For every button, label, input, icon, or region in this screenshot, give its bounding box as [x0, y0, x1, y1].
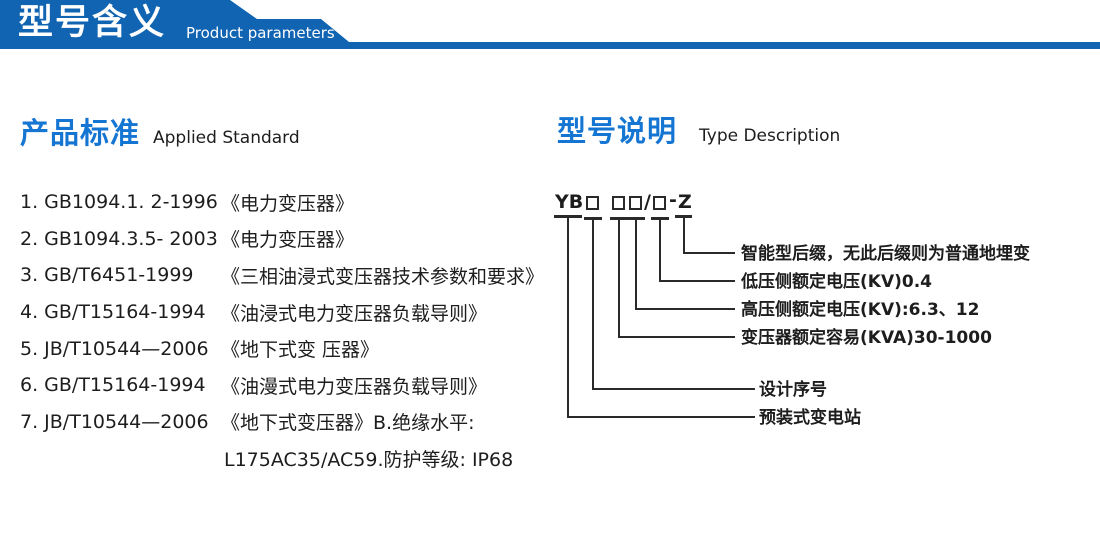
- standard-title: 《电力变压器》: [221, 229, 355, 252]
- standard-row: 1. GB1094.1. 2-1996 《电力变压器》: [20, 184, 544, 221]
- placeholder-box: [586, 196, 599, 210]
- tick-under-suffix: [675, 215, 692, 218]
- type-description-heading: 型号说明 Type Description: [557, 108, 840, 150]
- standard-row: 4. GB/T15164-1994 《油浸式电力变压器负载导则》: [20, 294, 544, 331]
- leader-vline-box3: [635, 217, 637, 310]
- standards-list: 1. GB1094.1. 2-1996 《电力变压器》 2. GB1094.3.…: [20, 184, 544, 477]
- model-code-prefix: YB: [555, 191, 584, 213]
- leader-hline-box1: [592, 388, 755, 390]
- diagram-label-design-serial: 设计序号: [759, 380, 827, 400]
- standard-row: 5. JB/T10544—2006 《地下式变 压器》: [20, 330, 544, 367]
- leader-vline-suffix: [683, 217, 685, 254]
- standard-row: 2. GB1094.3.5- 2003 《电力变压器》: [20, 221, 544, 258]
- standard-row: 6. GB/T15164-1994 《油漫式电力变压器负载导则》: [20, 367, 544, 404]
- standard-title: 《三相油浸式变压器技术参数和要求》: [221, 265, 545, 288]
- page-subtitle: Product parameters: [186, 24, 335, 42]
- applied-standard-heading-en: Applied Standard: [153, 128, 300, 148]
- standard-code: 5. JB/T10544—2006: [20, 337, 209, 360]
- diagram-label-hv-voltage: 高压侧额定电压(KV):6.3、12: [741, 300, 980, 320]
- type-description-heading-cn: 型号说明: [557, 114, 678, 148]
- standard-continuation: L175AC35/AC59.防护等级: IP68: [224, 448, 514, 471]
- diagram-label-smart-suffix: 智能型后缀，无此后缀则为普通地埋变: [741, 244, 1030, 264]
- model-code-slash: /: [644, 191, 651, 213]
- leader-vline-box4: [659, 217, 661, 282]
- applied-standard-heading: 产品标准 Applied Standard: [20, 110, 300, 152]
- leader-hline-prefix: [567, 416, 755, 418]
- diagram-label-rated-capacity: 变压器额定容易(KVA)30-1000: [741, 328, 992, 348]
- standard-row: 7. JB/T10544—2006 《地下式变压器》B.绝缘水平:: [20, 404, 544, 441]
- standard-title: 《地下式变压器》B.绝缘水平:: [221, 412, 475, 435]
- standard-code: 7. JB/T10544—2006: [20, 410, 209, 433]
- model-code-dash: -: [669, 189, 677, 211]
- diagram-label-prefab-substation: 预装式变电站: [759, 408, 861, 428]
- standard-title: 《电力变压器》: [221, 192, 355, 215]
- applied-standard-heading-cn: 产品标准: [20, 116, 141, 150]
- standard-title: 《地下式变 压器》: [221, 339, 380, 362]
- header-banner-shape: [0, 0, 1100, 49]
- standard-code: 1. GB1094.1. 2-1996: [20, 191, 218, 214]
- standard-code: 6. GB/T15164-1994: [20, 374, 206, 397]
- page-title: 型号含义: [18, 3, 167, 43]
- leader-hline-box4: [659, 280, 735, 282]
- leader-vline-box2: [618, 217, 620, 338]
- standard-title: 《油漫式电力变压器负载导则》: [221, 375, 488, 398]
- placeholder-box: [612, 196, 625, 210]
- leader-vline-prefix: [567, 217, 569, 418]
- model-code-suffix: Z: [678, 191, 692, 213]
- standard-code: 3. GB/T6451-1999: [20, 264, 194, 287]
- leader-hline-suffix: [683, 252, 735, 254]
- standard-row: 3. GB/T6451-1999 《三相油浸式变压器技术参数和要求》: [20, 257, 544, 294]
- placeholder-box: [629, 196, 642, 210]
- standard-title: 《油浸式电力变压器负载导则》: [221, 302, 488, 325]
- leader-hline-box2: [618, 336, 735, 338]
- standard-code: 2. GB1094.3.5- 2003: [20, 227, 218, 250]
- placeholder-box: [653, 196, 666, 210]
- leader-hline-box3: [635, 308, 735, 310]
- type-description-heading-en: Type Description: [699, 126, 841, 146]
- standard-code: 4. GB/T15164-1994: [20, 301, 206, 324]
- diagram-label-lv-voltage: 低压侧额定电压(KV)0.4: [741, 272, 932, 292]
- tick-under-prefix: [554, 215, 582, 218]
- leader-vline-box1: [592, 217, 594, 390]
